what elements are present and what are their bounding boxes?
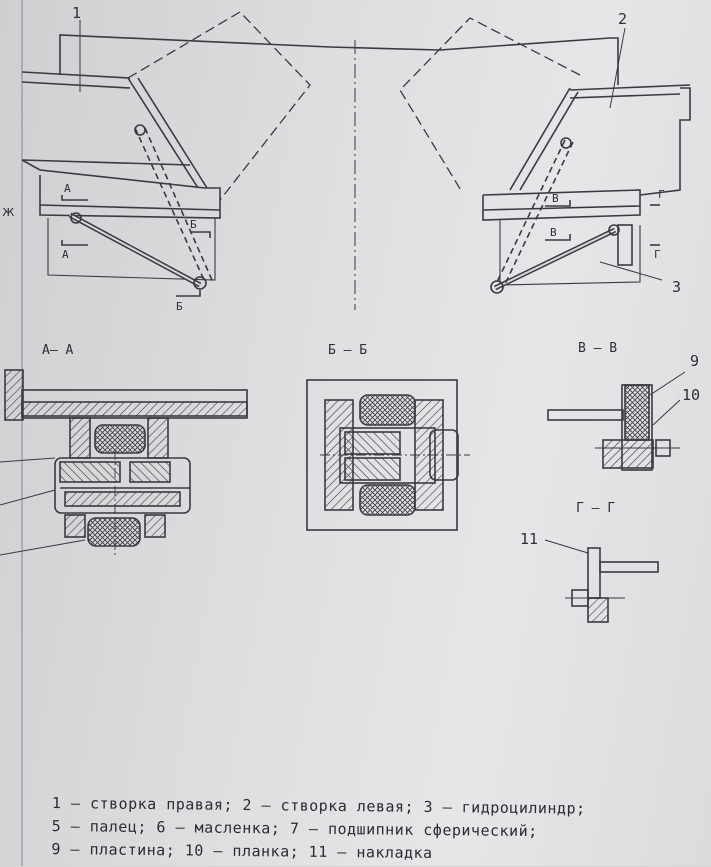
section-mark-a-bottom: А [62, 248, 69, 261]
legend: 1 – створка правая; 2 – створка левая; 3… [51, 792, 585, 867]
section-mark-a-top: А [64, 182, 71, 195]
callout-3: 3 [672, 278, 681, 296]
section-mark-b-bottom: Б [176, 300, 183, 313]
section-a-a [0, 369, 248, 556]
section-mark-g-bottom: Г [654, 248, 661, 261]
section-mark-b-top: Б [190, 218, 197, 231]
callout-10: 10 [682, 386, 700, 404]
right-door-assembly [399, 17, 691, 294]
section-mark-v-bottom: В [550, 226, 557, 239]
section-v-v [547, 371, 686, 471]
section-mark-g-top: Г [658, 188, 665, 201]
overall-frame-line [59, 34, 619, 85]
section-title-g-g: Г – Г [576, 501, 615, 516]
section-title-a-a: А– А [42, 343, 73, 358]
callout-1: 1 [72, 4, 81, 22]
section-mark-v-top: В [552, 192, 559, 205]
callout-2: 2 [618, 10, 627, 28]
callout-11: 11 [520, 530, 538, 548]
left-door-open-position [127, 11, 311, 201]
section-title-b-b: Б – Б [328, 343, 367, 358]
section-title-v-v: В – В [578, 341, 617, 356]
section-b-b [306, 379, 470, 531]
section-g-g [544, 539, 659, 623]
left-door-assembly [21, 11, 311, 297]
margin-mark: ж [2, 204, 15, 220]
callout-9: 9 [690, 352, 699, 370]
right-door-open-position [399, 17, 581, 193]
